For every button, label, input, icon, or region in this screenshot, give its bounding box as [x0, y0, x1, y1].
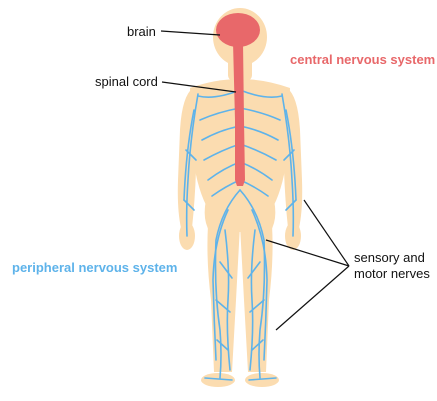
brain-label: brain [127, 24, 156, 39]
left-leg [207, 225, 240, 372]
nerves-leader-line-3 [276, 266, 349, 330]
brain-shape [216, 13, 260, 47]
nerves-leader-line-1 [304, 200, 349, 266]
peripheral-nervous-system-label: peripheral nervous system [12, 260, 177, 275]
spinal-cord-label: spinal cord [95, 74, 158, 89]
nerves-leader-line-2 [266, 240, 349, 266]
central-nervous-system-label: central nervous system [290, 52, 435, 67]
brain-leader-line [161, 31, 220, 35]
sensory-and-label: sensory and [354, 250, 425, 265]
right-leg [240, 225, 273, 372]
motor-nerves-label: motor nerves [354, 266, 430, 281]
